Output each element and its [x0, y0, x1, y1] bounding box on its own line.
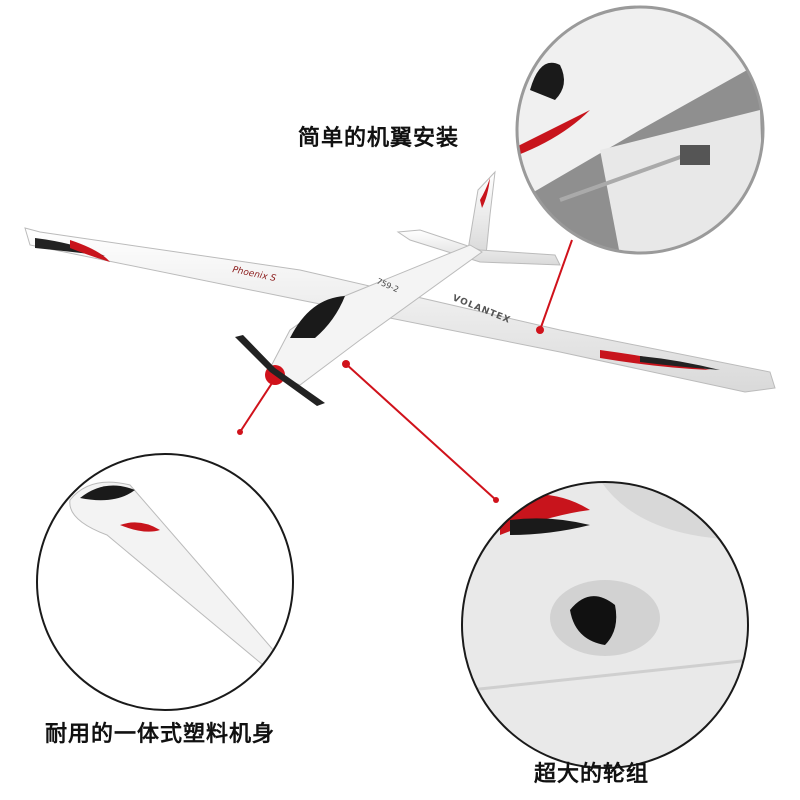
callout-dot [493, 497, 499, 503]
callout-lines [239, 239, 573, 501]
caption-fuselage: 耐用的一体式塑料机身 [45, 722, 276, 747]
horizontal-stabilizer [396, 229, 561, 266]
wheel-detail [461, 481, 749, 769]
callout-dot [237, 429, 243, 435]
caption-wheels: 超大的轮组 [534, 762, 650, 787]
propeller [235, 335, 325, 406]
airplane: VOLANTEX Phoenix S 759-2 [24, 170, 776, 406]
fuselage-detail [36, 453, 294, 711]
fuselage [267, 244, 483, 386]
canopy [290, 296, 345, 338]
wing-install-detail [515, 5, 765, 255]
vertical-tail [467, 170, 496, 256]
callout-dot [342, 360, 350, 368]
caption-wing-install: 简单的机翼安装 [298, 126, 460, 151]
callout-dot [536, 326, 544, 334]
